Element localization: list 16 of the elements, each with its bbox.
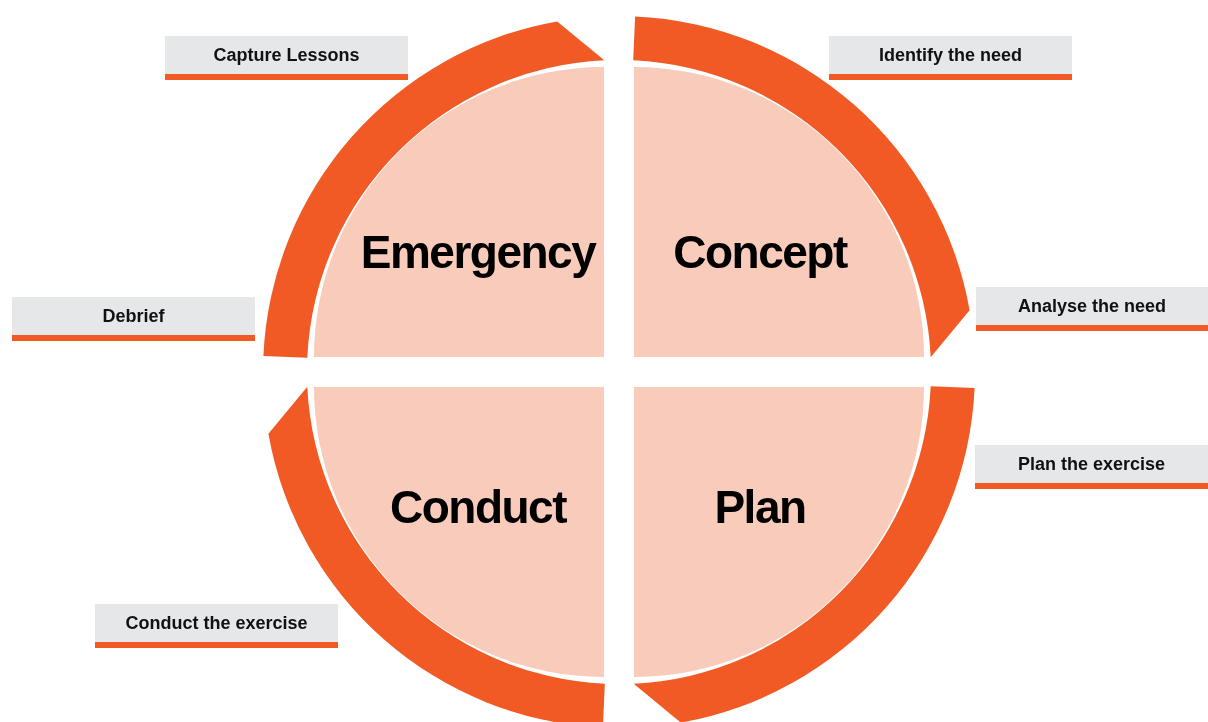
step-label: Plan the exercise [1017, 453, 1166, 475]
segment-title: Conduct [390, 480, 566, 534]
step-label-bar [975, 445, 1208, 489]
step-label: Debrief [102, 305, 165, 327]
step-label-bar [165, 36, 408, 80]
step-label: Analyse the need [1017, 295, 1167, 317]
segment-title: Concept [673, 225, 847, 279]
step-label-bar [976, 287, 1208, 331]
step-label-bar [12, 297, 255, 341]
segment-title: Plan [714, 480, 806, 534]
step-label: Identify the need [879, 44, 1022, 66]
segment-title: Emergency [360, 225, 596, 279]
step-label-bar [829, 36, 1072, 80]
step-label: Capture Lessons [213, 44, 360, 66]
step-label: Conduct the exercise [125, 612, 308, 634]
step-label-bar [95, 604, 338, 648]
